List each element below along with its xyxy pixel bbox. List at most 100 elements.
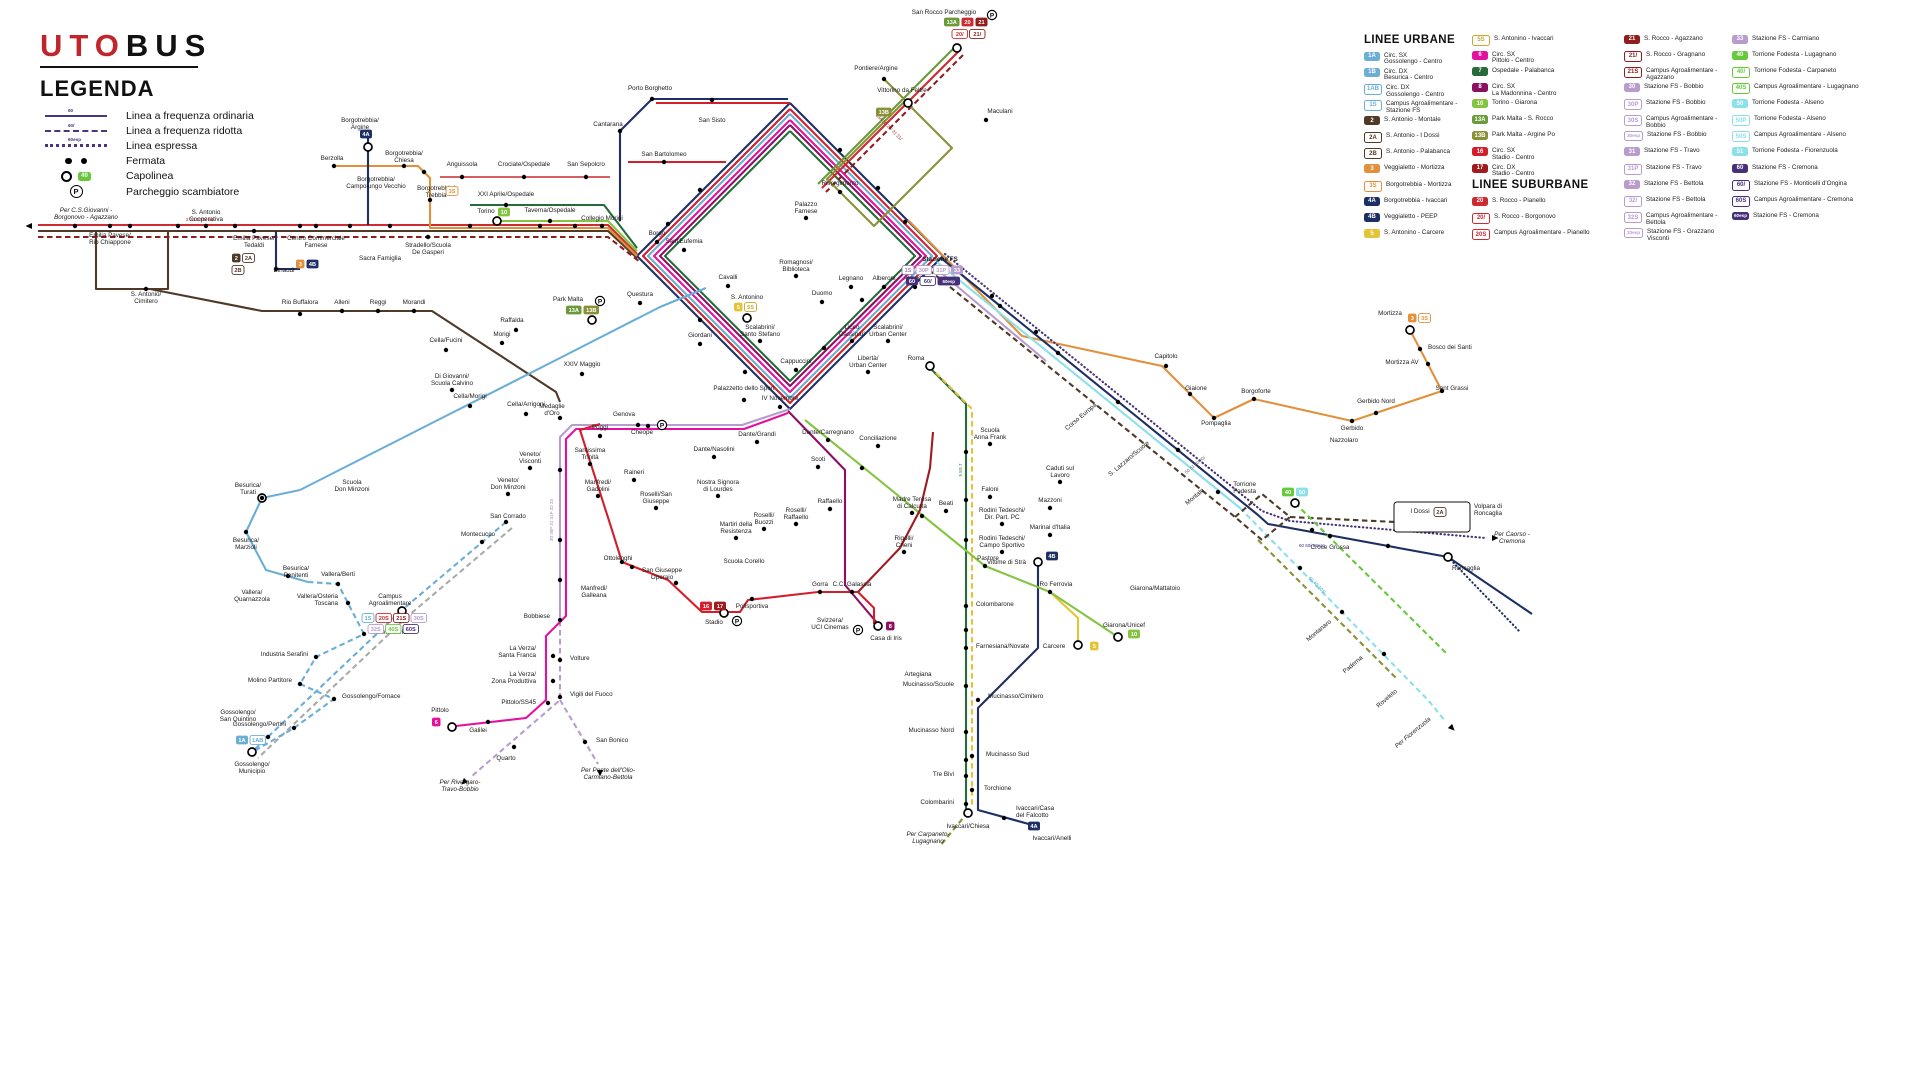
map-stop[interactable]	[711, 454, 717, 460]
map-stop[interactable]	[443, 347, 449, 353]
map-stop[interactable]	[387, 223, 393, 229]
map-stop[interactable]	[881, 284, 887, 290]
map-stop[interactable]	[411, 308, 417, 314]
map-stop[interactable]	[1417, 346, 1423, 352]
map-stop[interactable]	[579, 371, 585, 377]
map-stop[interactable]	[537, 223, 543, 229]
map-stop[interactable]	[999, 549, 1005, 555]
map-stop[interactable]	[401, 163, 407, 169]
map-stop[interactable]	[1439, 388, 1445, 394]
map-stop[interactable]	[1163, 363, 1169, 369]
map-stop[interactable]	[983, 117, 989, 123]
map-stop[interactable]	[749, 596, 755, 602]
map-terminus[interactable]	[925, 361, 935, 371]
map-stop[interactable]	[503, 202, 509, 208]
map-stop[interactable]	[793, 521, 799, 527]
map-stop[interactable]	[331, 696, 337, 702]
map-stop[interactable]	[1055, 350, 1061, 356]
map-stop[interactable]	[817, 589, 823, 595]
map-stop[interactable]	[347, 223, 353, 229]
map-stop[interactable]	[902, 219, 908, 225]
map-stop[interactable]	[1385, 543, 1391, 549]
map-stop[interactable]	[485, 719, 491, 725]
map-stop[interactable]	[837, 147, 843, 153]
map-stop[interactable]	[335, 581, 341, 587]
map-stop[interactable]	[827, 506, 833, 512]
map-stop[interactable]	[583, 174, 589, 180]
map-stop[interactable]	[203, 223, 209, 229]
map-stop[interactable]	[987, 494, 993, 500]
map-stop[interactable]	[595, 493, 601, 499]
map-stop[interactable]	[331, 163, 337, 169]
map-stop[interactable]	[697, 341, 703, 347]
map-stop[interactable]	[697, 187, 703, 193]
map-stop[interactable]	[1339, 609, 1345, 615]
map-stop[interactable]	[859, 297, 865, 303]
map-stop[interactable]	[297, 681, 303, 687]
map-stop[interactable]	[653, 505, 659, 511]
map-stop[interactable]	[557, 537, 563, 543]
map-stop[interactable]	[969, 787, 975, 793]
map-stop[interactable]	[273, 266, 279, 272]
map-stop[interactable]	[742, 369, 748, 375]
map-stop[interactable]	[505, 491, 511, 497]
map-stop[interactable]	[1211, 415, 1217, 421]
map-terminus[interactable]	[873, 621, 883, 631]
map-stop[interactable]	[582, 739, 588, 745]
map-terminus[interactable]	[903, 98, 913, 108]
map-stop[interactable]	[313, 223, 319, 229]
map-stop[interactable]	[654, 239, 660, 245]
map-stop[interactable]	[963, 729, 969, 735]
map-stop[interactable]	[339, 308, 345, 314]
map-stop[interactable]	[545, 700, 551, 706]
map-stop[interactable]	[848, 284, 854, 290]
map-stop[interactable]	[175, 223, 181, 229]
map-stop[interactable]	[1187, 391, 1193, 397]
map-stop[interactable]	[513, 327, 519, 333]
map-stop[interactable]	[661, 159, 667, 165]
map-stop[interactable]	[449, 387, 455, 393]
map-stop[interactable]	[467, 403, 473, 409]
map-stop[interactable]	[725, 283, 731, 289]
map-stop[interactable]	[777, 404, 783, 410]
map-stop[interactable]	[757, 338, 763, 344]
map-stop[interactable]	[803, 215, 809, 221]
map-stop[interactable]	[849, 338, 855, 344]
map-stop[interactable]	[557, 657, 563, 663]
map-terminus[interactable]	[1073, 640, 1083, 650]
map-stop[interactable]	[909, 510, 915, 516]
map-stop[interactable]	[821, 345, 827, 351]
map-stop[interactable]	[1425, 361, 1431, 367]
map-stop[interactable]	[637, 300, 643, 306]
map-stop[interactable]	[793, 367, 799, 373]
map-stop[interactable]	[1297, 565, 1303, 571]
map-stop[interactable]	[875, 443, 881, 449]
map-stop[interactable]	[511, 744, 517, 750]
map-stop[interactable]	[251, 228, 257, 234]
map-terminus[interactable]	[247, 747, 257, 757]
map-stop[interactable]	[72, 223, 78, 229]
map-stop[interactable]	[1001, 815, 1007, 821]
map-stop[interactable]	[1251, 396, 1257, 402]
map-stop[interactable]	[557, 467, 563, 473]
map-stop[interactable]	[982, 563, 988, 569]
map-stop[interactable]	[963, 627, 969, 633]
map-stop[interactable]	[1033, 329, 1039, 335]
map-stop[interactable]	[291, 725, 297, 731]
map-stop[interactable]	[989, 293, 995, 299]
map-stop[interactable]	[1047, 505, 1053, 511]
map-stop[interactable]	[503, 519, 509, 525]
map-stop[interactable]	[297, 223, 303, 229]
map-stop[interactable]	[345, 600, 351, 606]
map-stop[interactable]	[963, 683, 969, 689]
map-stop[interactable]	[1057, 479, 1063, 485]
map-stop[interactable]	[754, 439, 760, 445]
map-stop[interactable]	[999, 521, 1005, 527]
map-stop[interactable]	[1373, 410, 1379, 416]
map-stop[interactable]	[963, 449, 969, 455]
map-stop[interactable]	[1349, 418, 1355, 424]
map-stop[interactable]	[963, 757, 969, 763]
map-terminus[interactable]	[1443, 552, 1453, 562]
map-stop[interactable]	[1309, 527, 1315, 533]
map-stop[interactable]	[963, 773, 969, 779]
